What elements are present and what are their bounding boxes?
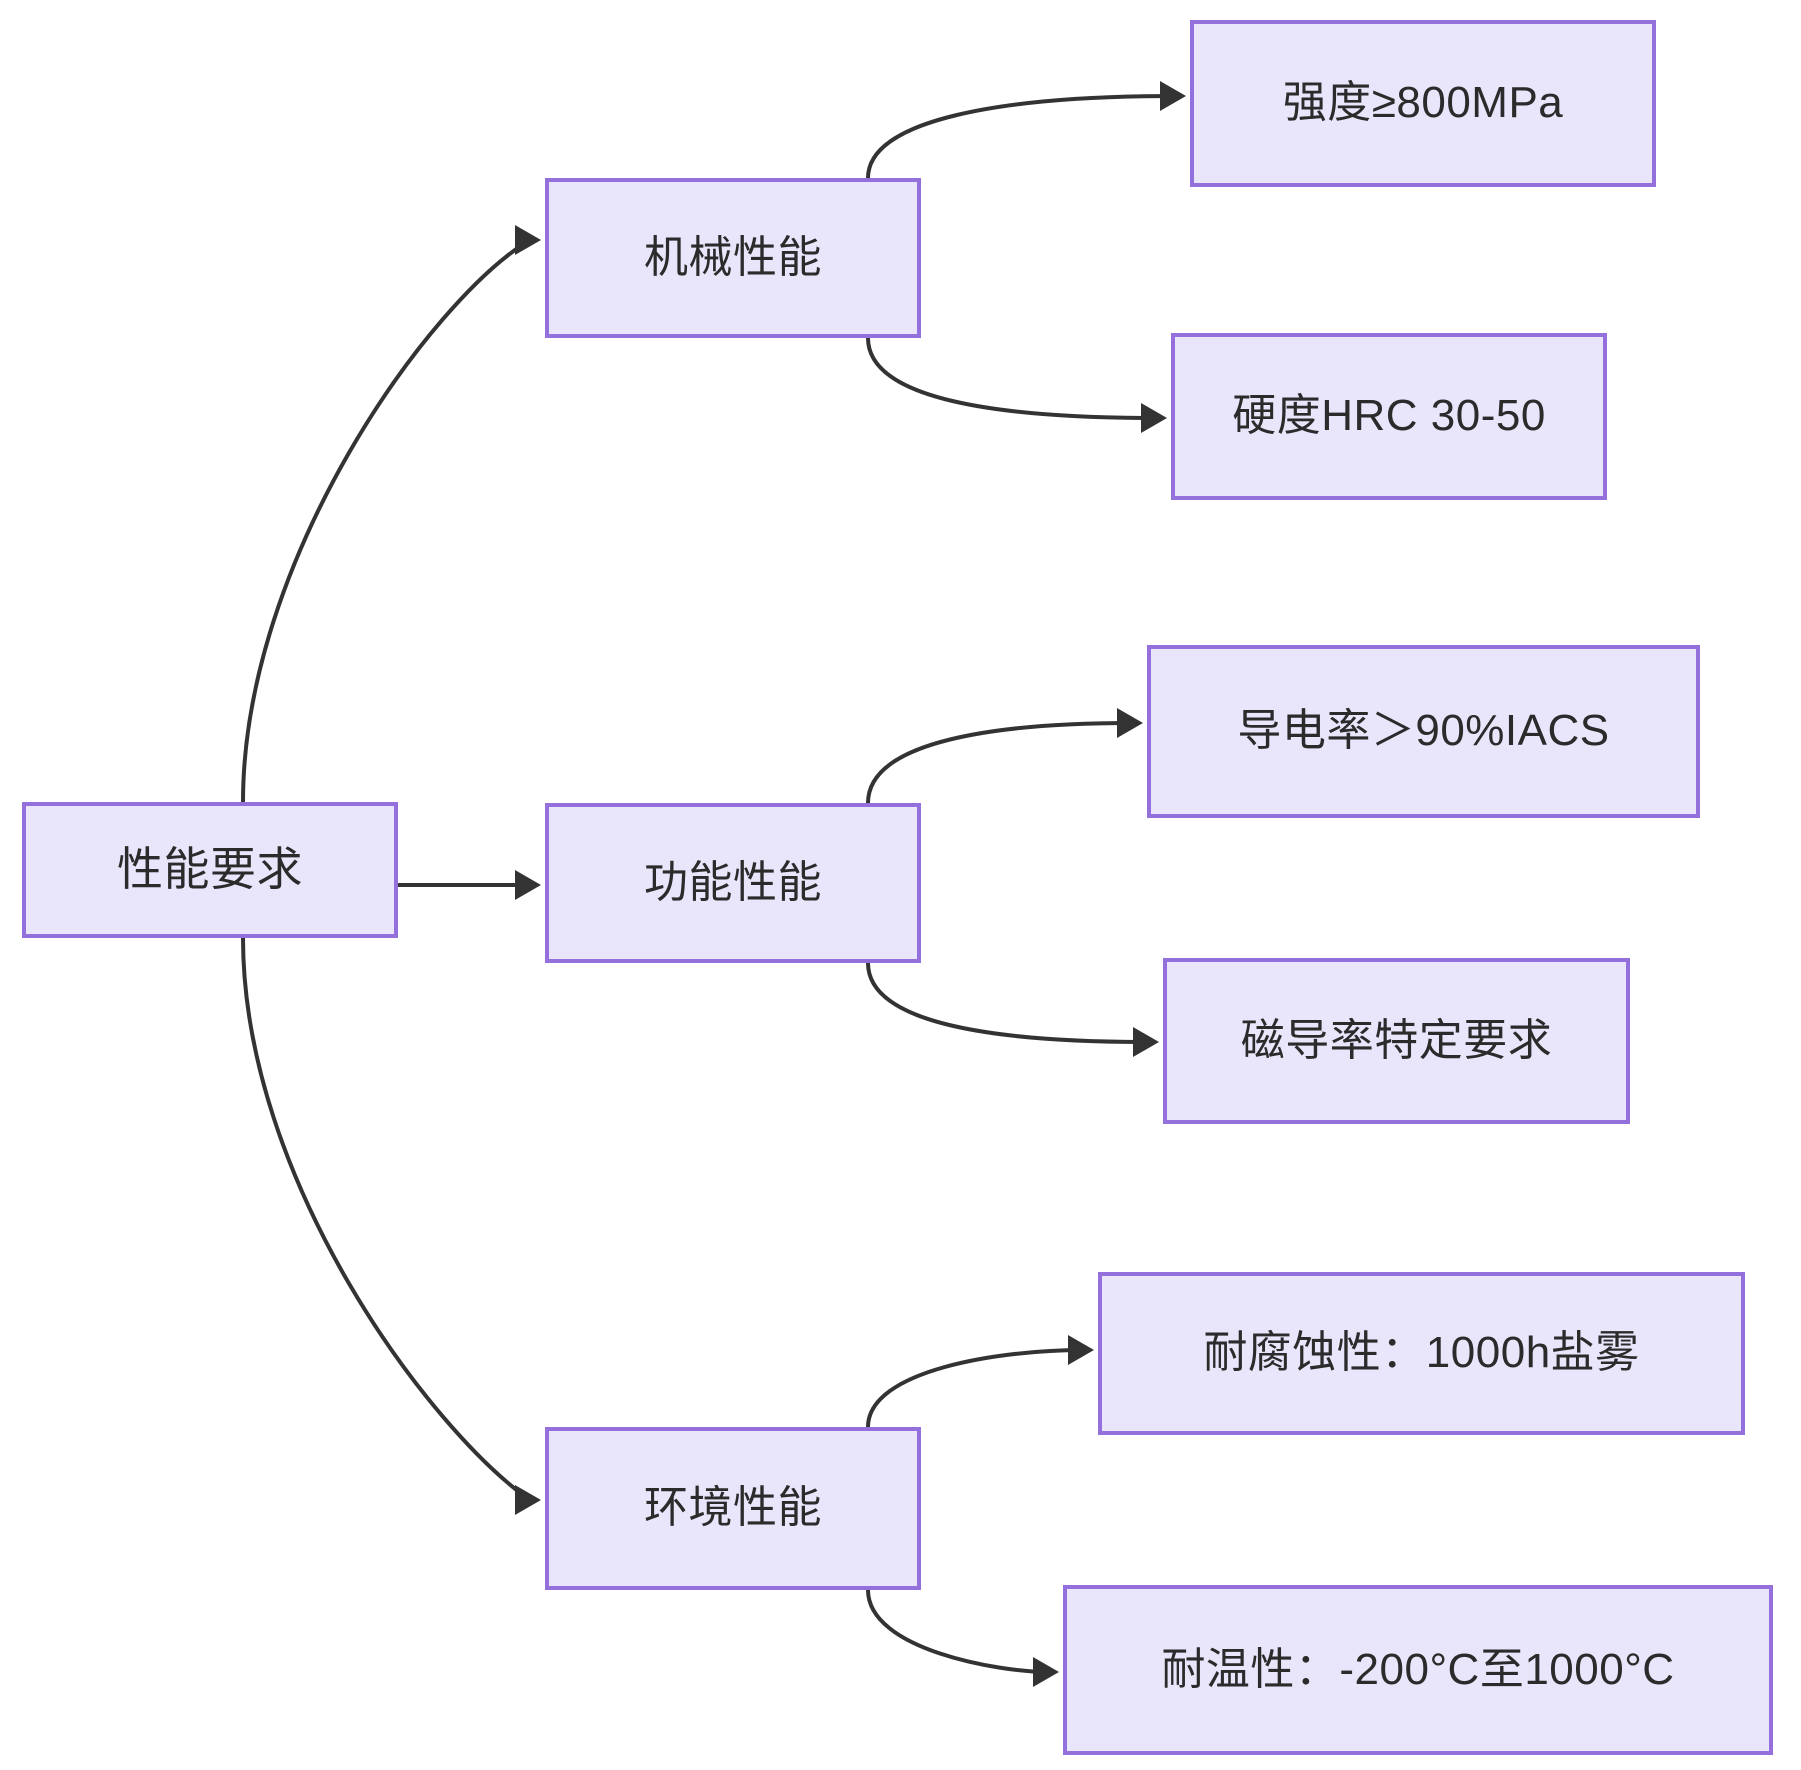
arrowhead-env-to-corrosion [1068, 1335, 1094, 1365]
node-func[interactable]: 功能性能 [545, 803, 921, 963]
node-env[interactable]: 环境性能 [545, 1427, 921, 1590]
arrowhead-func-to-permeability [1133, 1027, 1159, 1057]
arrowhead-root-to-func [515, 870, 541, 900]
node-permeability[interactable]: 磁导率特定要求 [1163, 958, 1630, 1124]
edge-root-to-env [241, 937, 532, 1502]
node-strength[interactable]: 强度≥800MPa [1190, 20, 1656, 187]
edges-group [241, 81, 1186, 1687]
node-conductivity[interactable]: 导电率＞90%IACS [1147, 645, 1700, 818]
edge-env-to-temperature [866, 1589, 1049, 1674]
edge-env-to-corrosion [866, 1348, 1084, 1428]
edge-root-to-mech [241, 238, 532, 803]
edge-mech-to-strength [866, 94, 1176, 179]
edge-mech-to-hardness [866, 337, 1157, 420]
node-label-hardness: 硬度HRC 30-50 [1232, 391, 1546, 441]
node-label-corrosion: 耐腐蚀性：1000h盐雾 [1203, 1328, 1640, 1378]
node-label-env: 环境性能 [644, 1483, 822, 1533]
node-label-func: 功能性能 [644, 857, 822, 907]
node-hardness[interactable]: 硬度HRC 30-50 [1171, 333, 1607, 500]
node-label-strength: 强度≥800MPa [1282, 78, 1564, 128]
node-corrosion[interactable]: 耐腐蚀性：1000h盐雾 [1098, 1272, 1745, 1435]
node-label-temperature: 耐温性：-200°C至1000°C [1161, 1644, 1675, 1694]
node-label-mech: 机械性能 [644, 232, 822, 282]
node-label-root: 性能要求 [117, 843, 303, 896]
node-label-permeability: 磁导率特定要求 [1240, 1015, 1553, 1065]
node-temperature[interactable]: 耐温性：-200°C至1000°C [1063, 1585, 1773, 1755]
arrowhead-mech-to-strength [1160, 81, 1186, 111]
arrowhead-func-to-conductivity [1117, 708, 1143, 738]
arrowhead-root-to-mech [515, 225, 541, 255]
arrowhead-env-to-temperature [1033, 1657, 1059, 1687]
node-root[interactable]: 性能要求 [22, 802, 398, 938]
arrowhead-mech-to-hardness [1141, 403, 1167, 433]
edge-func-to-conductivity [866, 721, 1133, 804]
node-mech[interactable]: 机械性能 [545, 178, 921, 338]
node-label-conductivity: 导电率＞90%IACS [1237, 706, 1610, 756]
arrowhead-root-to-env [515, 1485, 541, 1515]
edge-func-to-permeability [866, 962, 1149, 1044]
